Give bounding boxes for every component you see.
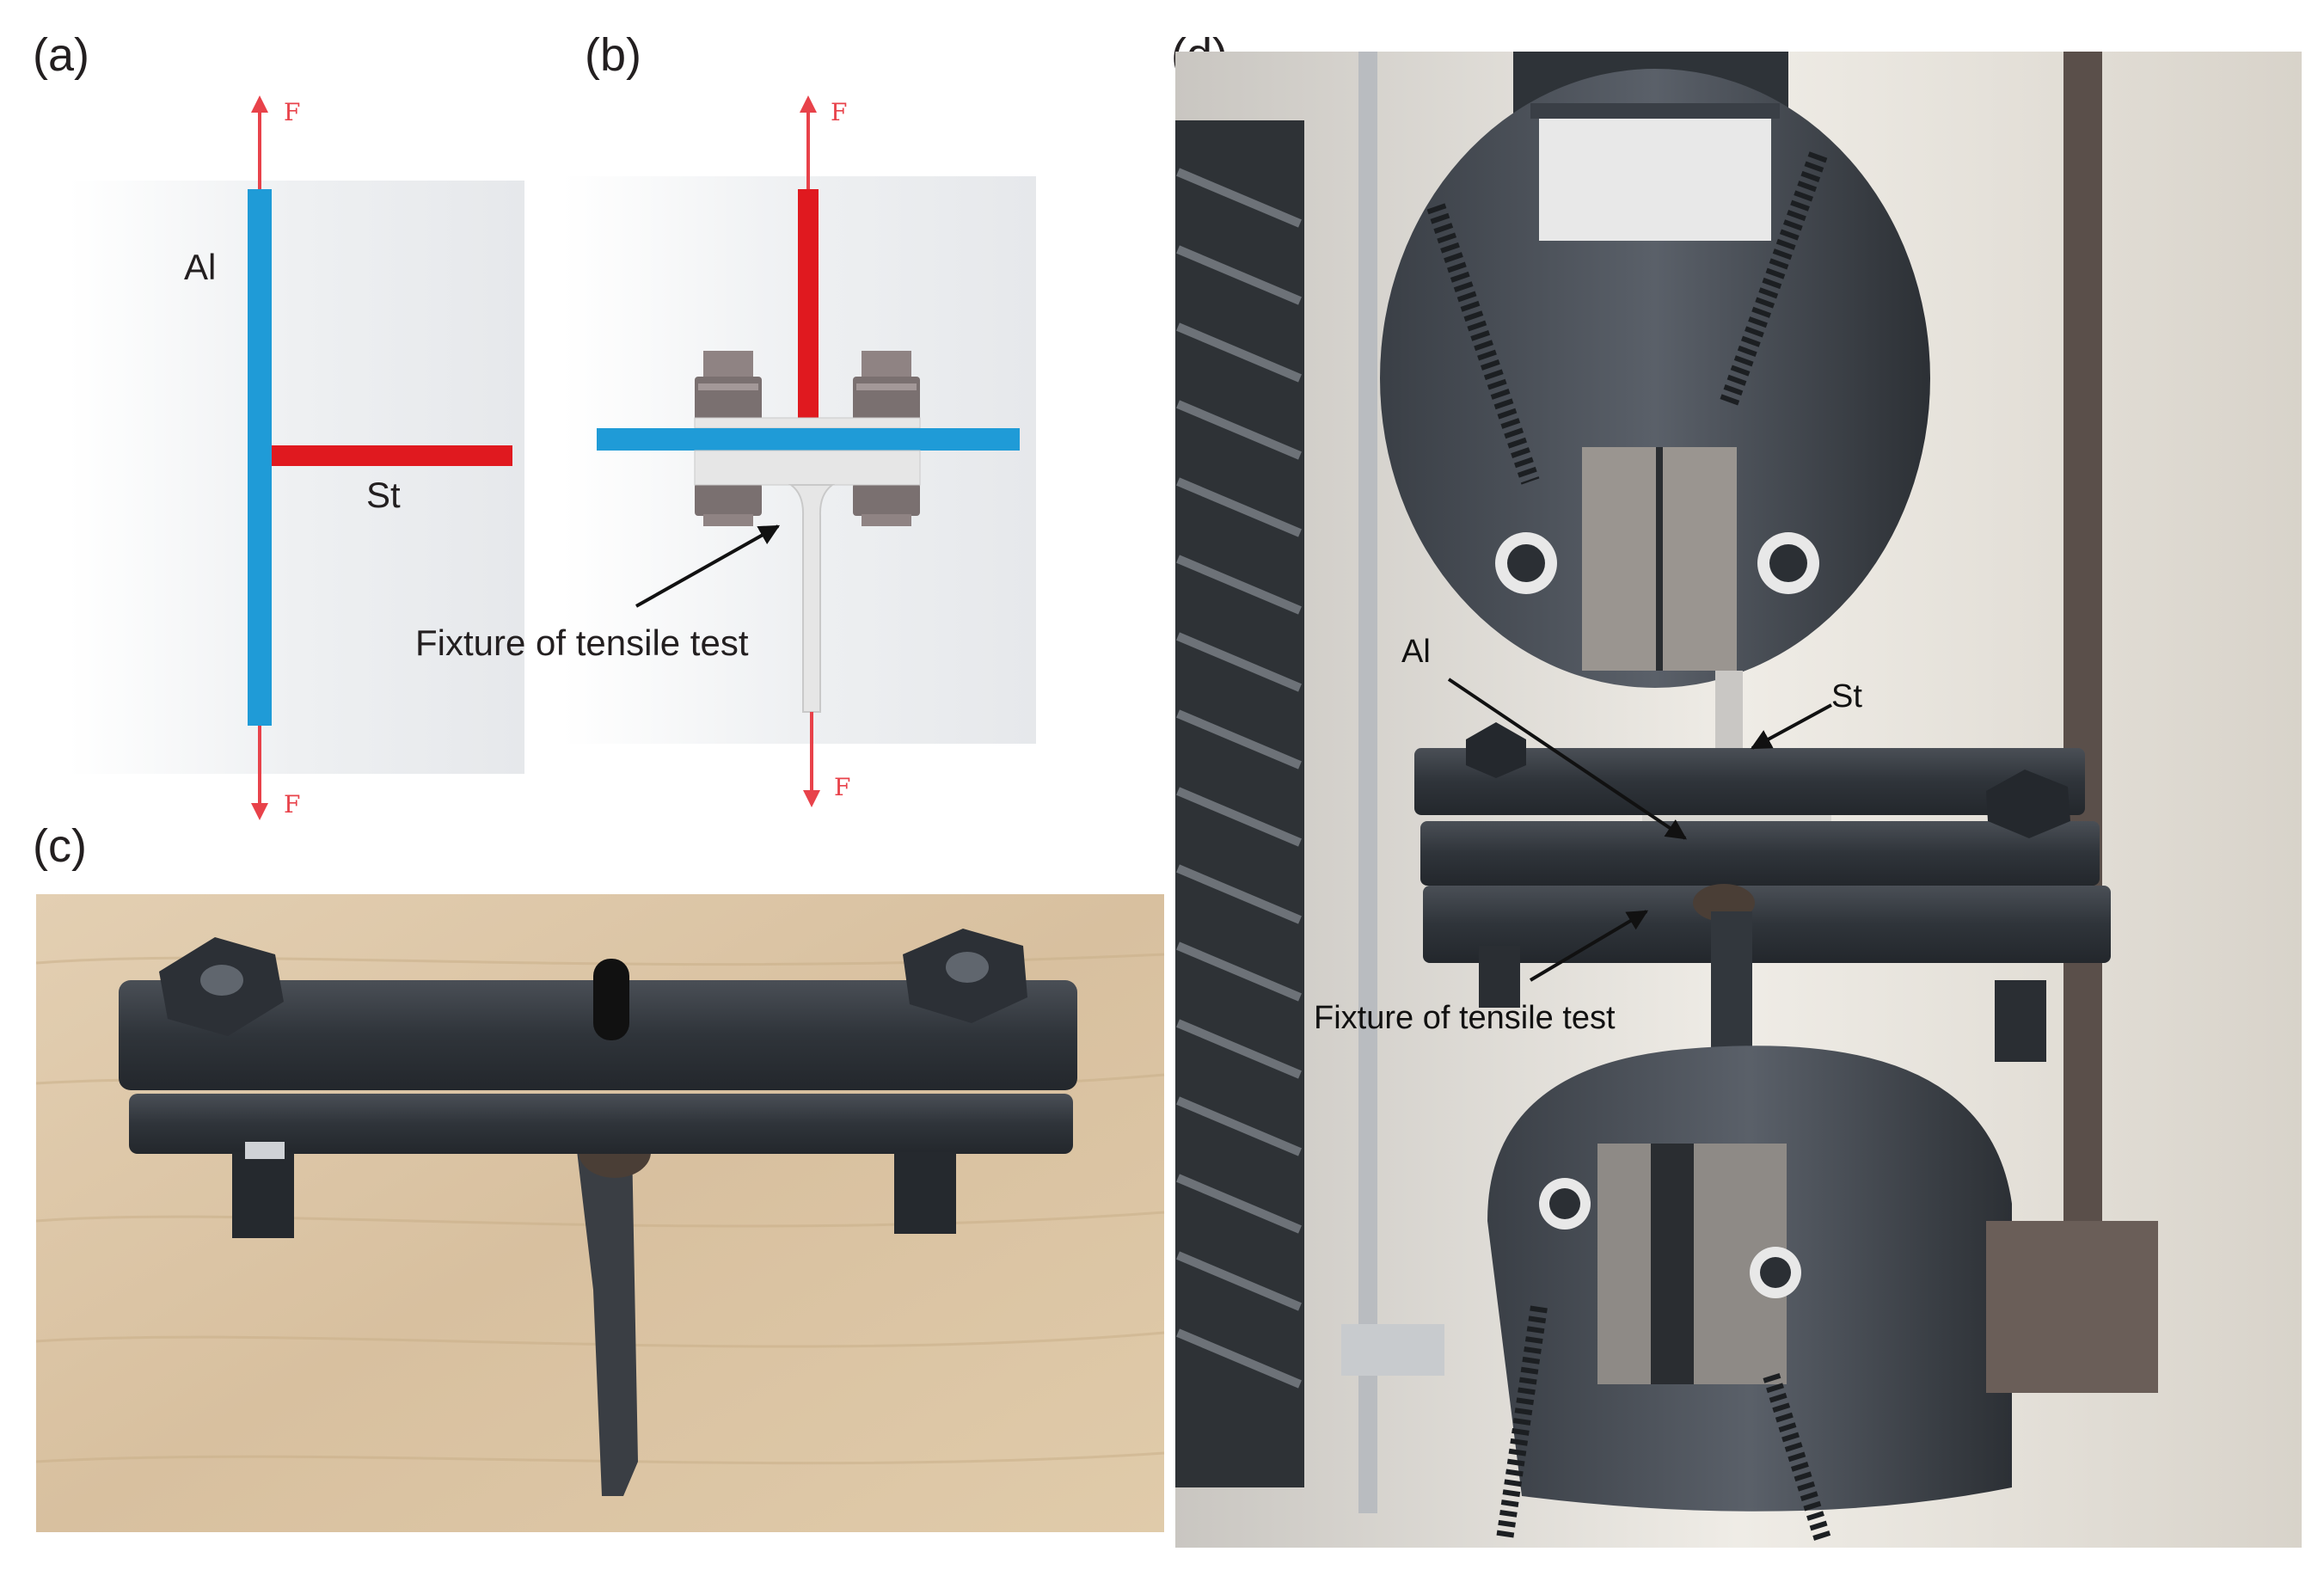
panel-c-slot: [593, 959, 629, 1040]
panel-d-al-label: Al: [1401, 634, 1431, 670]
panel-b-force-label-bottom: F: [834, 773, 850, 801]
panel-c-upper-plate: [119, 980, 1077, 1090]
panel-b-fixture-stem: [788, 484, 836, 713]
panel-b: (b) F F Fixture of tens: [415, 29, 1036, 807]
panel-b-force-label-top: F: [831, 98, 847, 126]
panel-c-fixture-stem: [576, 1144, 638, 1496]
panel-b-bolt-right: [853, 351, 920, 526]
panel-c-lower-plate: [129, 1094, 1073, 1154]
panel-d-lower-grip: [1487, 1046, 2012, 1542]
panel-a-background: [69, 181, 524, 774]
panel-b-bolt-left: [695, 351, 762, 526]
panel-d-upper-grip: [1380, 52, 1930, 688]
panel-a-label: (a): [33, 29, 89, 81]
panel-d-fixture-arrow: [1529, 910, 1649, 982]
panel-c: (c): [33, 820, 1165, 1532]
panel-d-louvers: [1175, 120, 1304, 1487]
panel-d-base-plate: [1986, 1221, 2158, 1393]
panel-d-fixture-label: Fixture of tensile test: [1314, 1000, 1616, 1036]
panel-b-aluminum-bar: [597, 428, 1020, 451]
panel-c-bolt-right: [894, 929, 1027, 1234]
panel-b-fixture-lower-plate: [694, 450, 921, 486]
panel-d-rail: [1341, 1324, 1444, 1376]
panel-b-label: (b): [585, 29, 641, 81]
panel-d-st-label: St: [1831, 678, 1862, 714]
panel-a-steel-bar: [272, 445, 512, 466]
panel-b-steel-bar: [798, 189, 819, 428]
panel-d: (d): [1171, 29, 2302, 1548]
panel-d-column-right: [2063, 52, 2102, 1341]
panel-a-force-label-top: F: [284, 98, 300, 126]
panel-a-force-label-bottom: F: [284, 790, 300, 819]
panel-b-fixture-arrow: [635, 524, 781, 608]
panel-b-fixture-label: Fixture of tensile test: [415, 622, 749, 663]
panel-c-label: (c): [33, 820, 87, 872]
panel-d-column-left: [1358, 52, 1377, 1513]
panel-c-bolt-left: [159, 937, 294, 1238]
panel-a-st-label: St: [366, 475, 401, 515]
panel-a-al-label: Al: [184, 247, 216, 287]
panel-a: (a) F F Al St: [33, 29, 524, 820]
panel-d-st-arrow: [1750, 703, 1832, 750]
panel-d-al-arrow: [1447, 678, 1687, 840]
panel-b-fixture-upper-plate: [694, 417, 921, 429]
panel-a-aluminum-bar: [248, 189, 272, 726]
